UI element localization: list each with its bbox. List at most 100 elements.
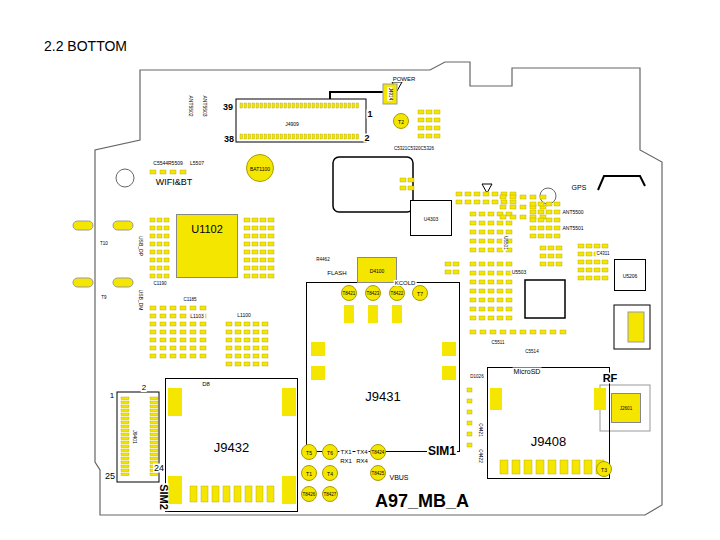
- smd-pad: [479, 307, 485, 311]
- board-marking: WIFI&BT: [155, 178, 194, 187]
- smd-pad: [190, 338, 196, 342]
- smd-pad: [497, 271, 503, 275]
- page-title: 2.2 BOTTOM: [44, 39, 127, 53]
- smd-pad: [170, 306, 176, 310]
- part-label: U1102: [191, 224, 223, 235]
- smd-pad: [150, 401, 158, 404]
- smd-pad: [235, 362, 241, 366]
- smd-pad: [235, 338, 241, 342]
- smd-pad: [170, 330, 176, 334]
- part-label: C1185: [183, 298, 198, 303]
- smd-pad: [244, 354, 250, 358]
- smd-pad: [524, 460, 532, 474]
- part-label: GPS: [571, 184, 588, 191]
- smd-pad: [244, 266, 250, 270]
- smd-pad: [157, 218, 162, 222]
- smd-pad: [253, 346, 259, 350]
- smd-pad: [479, 230, 485, 234]
- smd-pad: [260, 242, 266, 246]
- smd-pad: [244, 362, 250, 366]
- smd-pad: [501, 200, 507, 204]
- smd-pad: [546, 210, 552, 214]
- smd-pad: [268, 103, 271, 108]
- smd-pad: [121, 441, 129, 444]
- smd-pad: [304, 103, 307, 108]
- smd-pad: [510, 200, 516, 204]
- smd-pad: [512, 460, 520, 474]
- smd-pad: [344, 134, 347, 139]
- part-label: ANT5500: [561, 210, 584, 215]
- smd-pad: [578, 276, 584, 280]
- smd-pad: [497, 307, 503, 311]
- smd-pad: [268, 250, 274, 254]
- smd-pad: [157, 258, 162, 262]
- smd-pad: [268, 258, 274, 262]
- smd-pad: [121, 473, 129, 476]
- smd-pad: [121, 449, 129, 452]
- smd-pad: [121, 465, 129, 468]
- smd-pad: [497, 262, 503, 266]
- smd-pad: [150, 449, 158, 452]
- smd-pad: [296, 134, 299, 139]
- smd-pad: [467, 388, 472, 392]
- smd-pad: [453, 262, 459, 266]
- smd-pad: [150, 417, 158, 420]
- smd-pad: [200, 330, 206, 334]
- smd-pad: [540, 330, 546, 334]
- part-label: U4303: [424, 217, 439, 222]
- smd-pad: [470, 221, 476, 225]
- smd-pad: [336, 103, 339, 108]
- sim-pad: [282, 476, 296, 504]
- smd-pad: [280, 134, 283, 139]
- smd-pad: [150, 433, 158, 436]
- smd-pad: [479, 262, 485, 266]
- smd-pad: [586, 268, 592, 272]
- smd-pad: [470, 316, 476, 320]
- smd-pad: [479, 212, 485, 216]
- smd-pad: [150, 314, 156, 318]
- smd-pad: [157, 226, 162, 230]
- smd-pad: [467, 410, 472, 414]
- sd-pad: [594, 388, 606, 410]
- smd-pad: [260, 226, 266, 230]
- smd-pad: [500, 330, 506, 334]
- part-label: TX4: [355, 449, 368, 455]
- board-marking: A97_MB_A: [374, 492, 470, 510]
- part-label: ANT5503: [202, 94, 207, 117]
- part-label: T8424: [372, 451, 385, 456]
- smd-pad: [268, 218, 274, 222]
- smd-pad: [312, 103, 315, 108]
- smd-pad: [492, 200, 498, 204]
- smd-pad: [586, 244, 592, 248]
- smd-pad: [121, 469, 129, 472]
- smd-pad: [328, 134, 331, 139]
- smd-pad: [554, 210, 560, 214]
- part-label: U5503: [511, 270, 528, 275]
- smd-pad: [556, 262, 562, 266]
- smd-pad: [426, 126, 432, 130]
- smd-pad: [244, 250, 250, 254]
- smd-pad: [418, 126, 424, 130]
- part-label: KCOLD: [394, 280, 417, 286]
- part-label: D1026: [469, 375, 484, 380]
- smd-pad: [260, 274, 266, 278]
- smd-pad: [180, 314, 186, 318]
- sim-pad: [282, 388, 296, 416]
- smd-pad: [602, 276, 608, 280]
- power-pad: [383, 84, 397, 104]
- smd-pad: [470, 307, 476, 311]
- part-label: J9401: [132, 429, 137, 445]
- smd-pad: [426, 118, 432, 122]
- part-label: U5501: [503, 235, 508, 250]
- smd-pad: [479, 221, 485, 225]
- smd-pad: [356, 103, 359, 108]
- part-label: J4914: [388, 87, 393, 101]
- part-label: T5: [306, 451, 312, 456]
- slot-pad: [73, 278, 93, 287]
- part-label: T8425: [372, 472, 385, 477]
- smd-pad: [548, 254, 554, 258]
- smd-pad: [121, 405, 129, 408]
- smd-pad: [262, 338, 268, 342]
- smd-pad: [260, 218, 266, 222]
- part-label: T6: [327, 451, 333, 456]
